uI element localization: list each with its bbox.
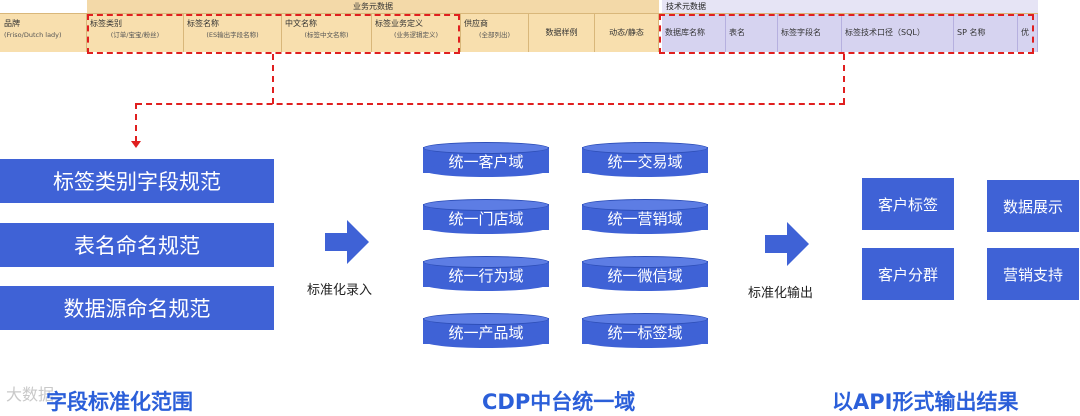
column-subtitle: (标签中文名称) [304,31,349,39]
domain-label: 统一微信域 [607,267,683,285]
header-divider [0,13,1038,14]
column-tag-field-name: 标签字段名 [778,14,842,52]
column-tag-name: 标签名称 (ES输出字段名称) [184,14,282,52]
column-sp-name: SP 名称 [954,14,1018,52]
domain-label: 统一营销域 [607,210,683,228]
column-subtitle: (ES输出字段名称) [206,31,259,39]
domain-cylinder: 统一微信域 [582,256,708,292]
column-supplier: 供应商 (全部列出) [461,14,529,52]
section-title-field-standardization: 字段标准化范围 [46,390,193,414]
column-tag-sql: 标签技术口径（SQL） [842,14,954,52]
column-title: 数据样例 [545,28,578,37]
column-title: 表名 [729,28,745,37]
column-subtitle: (全部列出) [478,31,511,39]
column-subtitle: (业务逻辑定义) [393,31,439,39]
output-label: 客户标签 [877,195,938,214]
std-box-label: 标签类别字段规范 [53,170,221,194]
column-title: 标签字段名 [781,28,821,37]
arrow-label-output: 标准化输出 [748,286,814,301]
arrow-down-icon [131,141,141,148]
column-chinese-name: 中文名称 (标签中文名称) [282,14,372,52]
domain-label: 统一产品域 [448,324,524,342]
output-box-data-display: 数据展示 [987,180,1079,232]
column-data-sample: 数据样例 [529,14,595,52]
column-title: 优 [1021,28,1029,37]
domain-cylinder: 统一产品域 [423,313,549,349]
domain-label: 统一门店域 [448,210,524,228]
std-box-table-naming: 表名命名规范 [0,223,274,267]
domain-label: 统一客户域 [448,153,524,171]
domain-cylinder: 统一交易域 [582,142,708,178]
section-title-api-output: 以API形式输出结果 [832,390,1019,414]
std-box-datasource-naming: 数据源命名规范 [0,286,274,330]
domain-label: 统一交易域 [607,153,683,171]
arrow-right-icon [765,222,809,266]
watermark: 大数据 [6,385,55,404]
column-title: 中文名称 [285,19,317,28]
column-tag-definition: 标签业务定义 (业务逻辑定义) [372,14,461,52]
technical-fields-highlight [659,14,1034,54]
std-box-label: 表名命名规范 [74,234,200,258]
output-label: 客户分群 [877,265,938,284]
arrow-right-icon [325,220,369,264]
column-title: 标签类别 [90,19,122,28]
technical-metadata-header: 技术元数据 [662,0,1038,14]
business-metadata-header: 业务元数据 [87,0,659,14]
domain-cylinder: 统一标签域 [582,313,708,349]
domain-label: 统一标签域 [607,324,683,342]
brand-title: 品牌 [4,19,20,28]
column-title: 数据库名称 [665,28,705,37]
business-fields-highlight [87,14,460,54]
brand-column-cell: 品牌 (Friso/Dutch lady) [0,14,87,52]
column-title: SP 名称 [957,28,986,37]
output-box-marketing-support: 营销支持 [987,248,1079,300]
std-box-label: 数据源命名规范 [63,297,211,321]
arrow-label-input: 标准化录入 [307,283,373,298]
column-title: 标签名称 [187,19,219,28]
connector-line [135,103,137,142]
column-tag-category: 标签类别 (订单/宝宝/粉丝) [87,14,184,52]
output-box-customer-segments: 客户分群 [862,248,954,300]
column-dynamic-static: 动态/静态 [595,14,659,52]
section-title-cdp-domains: CDP中台统一域 [482,390,636,414]
column-title: 标签技术口径（SQL） [845,28,925,37]
column-title: 动态/静态 [609,28,644,37]
output-label: 营销支持 [1002,265,1063,284]
output-box-customer-tags: 客户标签 [862,178,954,230]
connector-line [843,54,845,104]
column-title: 供应商 [464,19,488,28]
domain-cylinder: 统一行为域 [423,256,549,292]
domain-cylinder: 统一营销域 [582,199,708,235]
column-title: 标签业务定义 [375,19,423,28]
domain-cylinder: 统一门店域 [423,199,549,235]
connector-line [136,103,845,105]
column-table-name: 表名 [726,14,778,52]
output-label: 数据展示 [1002,197,1063,216]
std-box-tag-category: 标签类别字段规范 [0,159,274,203]
domain-label: 统一行为域 [448,267,524,285]
column-database-name: 数据库名称 [662,14,726,52]
connector-line [272,54,274,104]
brand-subtitle: (Friso/Dutch lady) [4,31,62,39]
domain-cylinder: 统一客户域 [423,142,549,178]
column-subtitle: (订单/宝宝/粉丝) [110,31,160,39]
